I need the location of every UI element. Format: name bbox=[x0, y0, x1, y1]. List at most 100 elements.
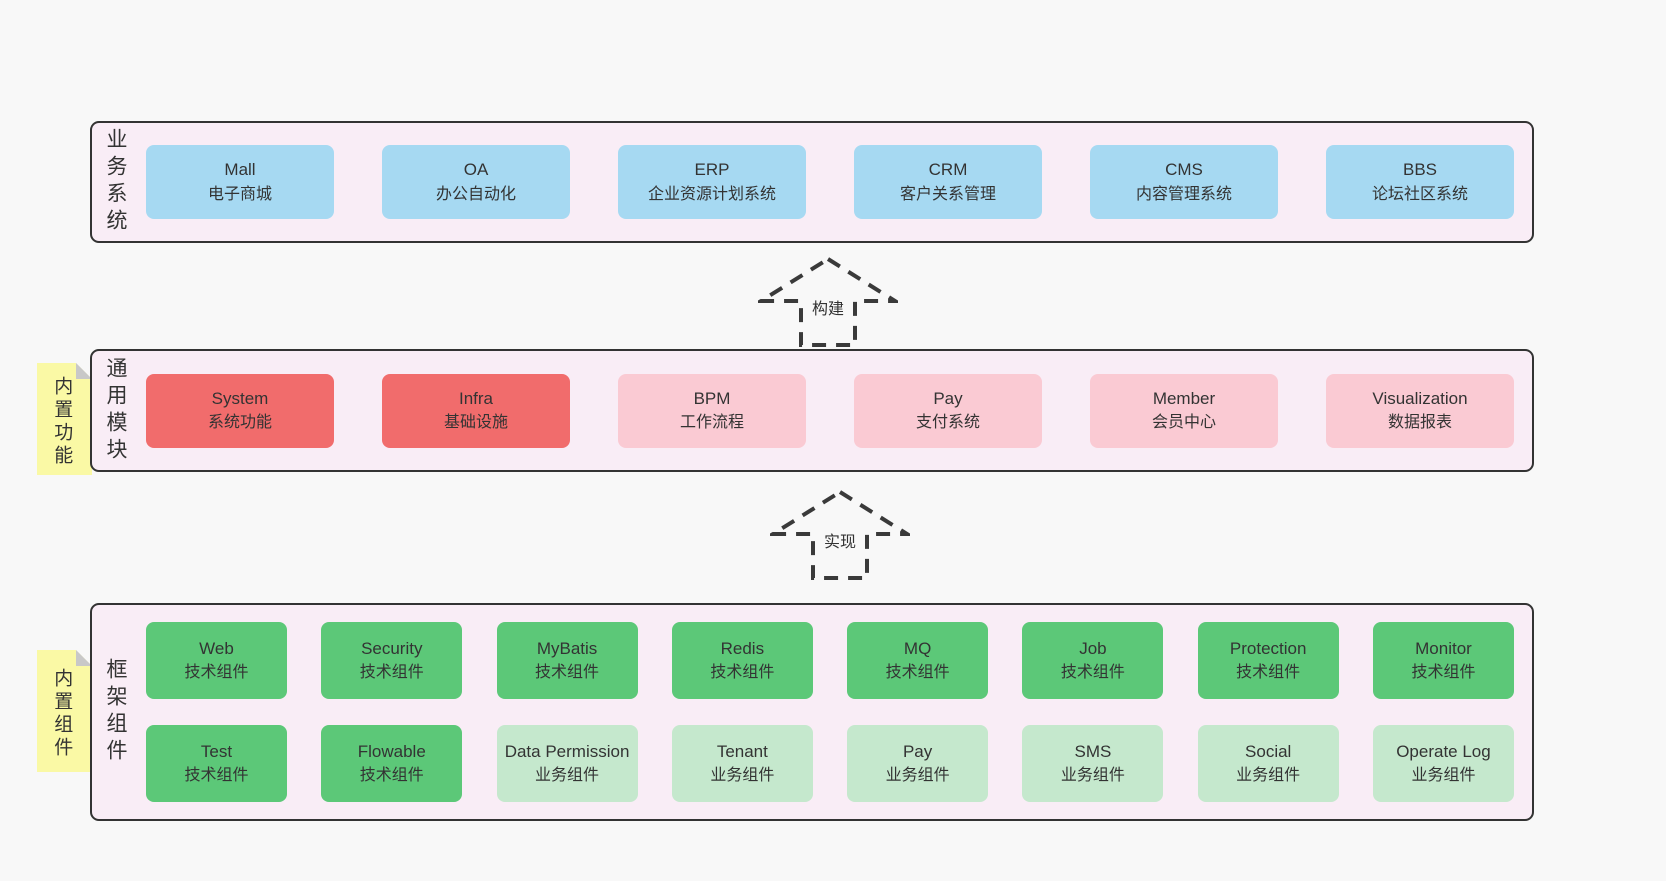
box-subtitle: 技术组件 bbox=[1236, 664, 1301, 682]
box-monitor: Monitor 技术组件 bbox=[1372, 622, 1514, 699]
box-redis: Redis 技术组件 bbox=[671, 622, 813, 699]
box-protection: Protection 技术组件 bbox=[1197, 622, 1339, 699]
box-subtitle: 业务组件 bbox=[1060, 767, 1125, 785]
box-subtitle: 业务组件 bbox=[1236, 767, 1301, 785]
box-title: Pay bbox=[933, 388, 963, 408]
box-title: Monitor bbox=[1415, 638, 1472, 658]
box-title: CRM bbox=[928, 160, 968, 180]
box-data-permission: Data Permission 业务组件 bbox=[496, 725, 638, 802]
box-title: Job bbox=[1079, 638, 1107, 658]
box-title: Social bbox=[1245, 741, 1292, 761]
box-web: Web 技术组件 bbox=[146, 622, 287, 699]
sticky-note-builtin-components: 内置组件 bbox=[37, 650, 92, 772]
box-mybatis: MyBatis 技术组件 bbox=[496, 622, 638, 699]
arrow-build-label: 构建 bbox=[808, 294, 848, 320]
box-title: Test bbox=[200, 741, 233, 761]
box-cms: CMS 内容管理系统 bbox=[1090, 145, 1278, 219]
sticky-note-text: 内置功能 bbox=[51, 375, 73, 468]
box-pay: Pay 业务组件 bbox=[847, 725, 989, 802]
box-title: Visualization bbox=[1372, 388, 1468, 408]
box-subtitle: 技术组件 bbox=[535, 664, 600, 682]
box-title: BPM bbox=[693, 388, 731, 408]
box-subtitle: 办公自动化 bbox=[435, 185, 516, 203]
box-crm: CRM 客户关系管理 bbox=[854, 145, 1042, 219]
box-pay: Pay 支付系统 bbox=[854, 373, 1042, 448]
up-arrow-icon bbox=[770, 489, 910, 580]
box-bbs: BBS 论坛社区系统 bbox=[1326, 145, 1514, 219]
box-title: Infra bbox=[458, 388, 494, 408]
box-title: Member bbox=[1152, 388, 1216, 408]
box-subtitle: 基础设施 bbox=[443, 414, 508, 432]
layer-label-common-modules: 通用模块 bbox=[104, 356, 127, 465]
box-bpm: BPM 工作流程 bbox=[618, 373, 806, 448]
layer-label-business-systems: 业务系统 bbox=[104, 128, 127, 236]
box-title: Web bbox=[199, 638, 234, 658]
box-subtitle: 技术组件 bbox=[359, 664, 424, 682]
box-title: MQ bbox=[903, 638, 932, 658]
box-system: System 系统功能 bbox=[146, 373, 334, 448]
sticky-note-builtin-features: 内置功能 bbox=[37, 363, 92, 475]
box-title: CMS bbox=[1165, 160, 1203, 180]
box-social: Social 业务组件 bbox=[1197, 725, 1339, 802]
box-mall: Mall 电子商城 bbox=[146, 145, 334, 219]
box-subtitle: 客户关系管理 bbox=[899, 185, 996, 203]
box-title: BBS bbox=[1402, 160, 1438, 180]
box-security: Security 技术组件 bbox=[321, 622, 463, 699]
box-title: Mall bbox=[224, 160, 256, 180]
box-subtitle: 会员中心 bbox=[1151, 414, 1216, 432]
layer-common-modules: 通用模块 System 系统功能 Infra 基础设施 BPM 工作流程 Pay 支付系统 Me… bbox=[90, 349, 1534, 472]
box-title: Protection bbox=[1229, 638, 1307, 658]
box-row: Test 技术组件 Flowable 技术组件 Data Permission 业务组件 T… bbox=[146, 725, 1514, 802]
sticky-note-text: 内置组件 bbox=[51, 667, 73, 760]
box-operate-log: Operate Log 业务组件 bbox=[1372, 725, 1514, 802]
box-row: System 系统功能 Infra 基础设施 BPM 工作流程 Pay 支付系统 Member 会… bbox=[146, 373, 1514, 448]
box-title: MyBatis bbox=[536, 638, 598, 658]
up-arrow-icon bbox=[758, 256, 898, 347]
box-subtitle: 系统功能 bbox=[207, 414, 272, 432]
box-subtitle: 技术组件 bbox=[359, 767, 424, 785]
box-title: Flowable bbox=[357, 741, 426, 761]
box-subtitle: 技术组件 bbox=[1411, 664, 1476, 682]
box-subtitle: 支付系统 bbox=[915, 414, 980, 432]
box-title: Tenant bbox=[716, 741, 768, 761]
arrow-implement-label: 实现 bbox=[820, 527, 860, 553]
box-subtitle: 技术组件 bbox=[184, 664, 249, 682]
box-flowable: Flowable 技术组件 bbox=[321, 725, 463, 802]
box-title: Pay bbox=[902, 741, 933, 761]
box-subtitle: 电子商城 bbox=[207, 185, 272, 203]
layer-label-framework-components: 框架组件 bbox=[104, 658, 127, 766]
box-subtitle: 技术组件 bbox=[184, 767, 249, 785]
box-subtitle: 技术组件 bbox=[710, 664, 775, 682]
box-title: Operate Log bbox=[1396, 741, 1491, 761]
box-title: Redis bbox=[720, 638, 765, 658]
box-subtitle: 技术组件 bbox=[1060, 664, 1125, 682]
box-subtitle: 数据报表 bbox=[1387, 414, 1452, 432]
box-job: Job 技术组件 bbox=[1022, 622, 1164, 699]
box-subtitle: 业务组件 bbox=[710, 767, 775, 785]
box-title: ERP bbox=[694, 160, 730, 180]
box-subtitle: 技术组件 bbox=[885, 664, 950, 682]
arrow-implement: 实现 bbox=[770, 489, 910, 581]
box-infra: Infra 基础设施 bbox=[382, 373, 570, 448]
box-subtitle: 业务组件 bbox=[535, 767, 600, 785]
box-title: Data Permission bbox=[504, 741, 630, 761]
box-subtitle: 论坛社区系统 bbox=[1371, 185, 1468, 203]
box-title: OA bbox=[463, 160, 489, 180]
box-subtitle: 业务组件 bbox=[885, 767, 950, 785]
box-subtitle: 业务组件 bbox=[1411, 767, 1476, 785]
box-oa: OA 办公自动化 bbox=[382, 145, 570, 219]
box-title: System bbox=[211, 388, 269, 408]
box-member: Member 会员中心 bbox=[1090, 373, 1278, 448]
box-subtitle: 工作流程 bbox=[679, 414, 744, 432]
box-subtitle: 内容管理系统 bbox=[1135, 185, 1232, 203]
arrow-build: 构建 bbox=[758, 256, 898, 348]
box-title: Security bbox=[361, 638, 423, 658]
